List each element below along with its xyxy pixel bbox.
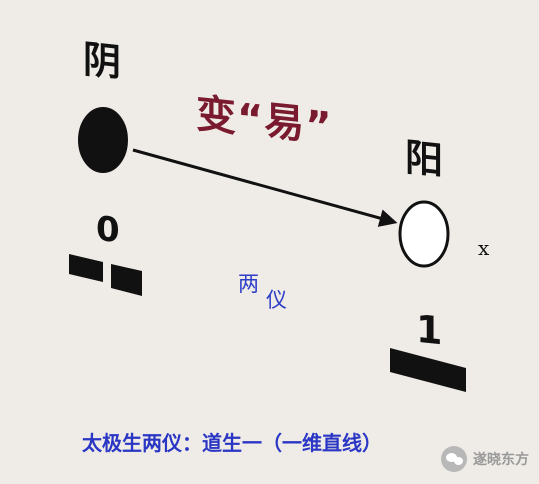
- caption: 太极生两仪：道生一（一维直线）: [82, 431, 382, 455]
- yin-label: 阴: [83, 37, 122, 85]
- yi-label: 仪: [266, 288, 287, 312]
- yang-label: 阳: [405, 135, 444, 183]
- watermark-text: 遂晓东方: [473, 452, 529, 468]
- one-label: 1: [416, 306, 443, 354]
- yin-black-circle: [78, 107, 128, 173]
- yin-broken-line-left-segment: [69, 254, 103, 282]
- watermark: 遂晓东方: [441, 446, 529, 472]
- yang-white-circle: [398, 200, 450, 268]
- axis-x-label: x: [478, 236, 490, 260]
- yang-solid-line: [390, 348, 466, 392]
- yin-broken-line-right-segment: [111, 264, 142, 296]
- liang-label: 两: [238, 272, 259, 296]
- change-arrow: [132, 148, 398, 227]
- zero-label: 0: [96, 208, 120, 252]
- wechat-icon: [441, 446, 467, 472]
